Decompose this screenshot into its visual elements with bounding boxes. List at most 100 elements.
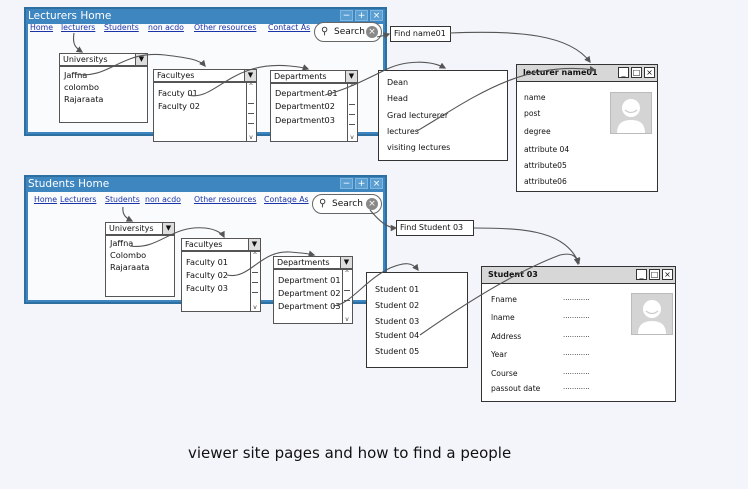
list-item[interactable]: Facuty 01: [158, 88, 198, 98]
list-item[interactable]: Department 02: [278, 288, 341, 298]
profile-field: Year: [491, 350, 508, 359]
profile-field: Address: [491, 332, 522, 341]
scroll-down-icon[interactable]: v: [345, 316, 349, 323]
nav-link-contact[interactable]: Contact As: [268, 23, 311, 32]
nav-link-lecturers[interactable]: lecturers: [61, 23, 96, 32]
department-combo-label: Departments: [277, 258, 330, 267]
list-item[interactable]: Student 02: [375, 301, 420, 310]
search-box[interactable]: ⚲ Search ×: [312, 194, 382, 214]
chevron-down-icon[interactable]: ▼: [135, 54, 147, 65]
list-item[interactable]: visiting lectures: [387, 143, 451, 152]
list-item[interactable]: Student 04: [375, 331, 420, 340]
university-list: Jaffna Colombo Rajaraata: [105, 235, 175, 297]
students-window-title: Students Home: [28, 178, 110, 190]
chevron-down-icon[interactable]: ▼: [340, 257, 352, 268]
list-item[interactable]: Rajaraata: [64, 94, 104, 104]
maximize-icon[interactable]: □: [649, 269, 660, 280]
university-combo[interactable]: Universitys ▼: [105, 222, 175, 235]
faculty-combo-label: Facultyes: [157, 71, 195, 80]
close-icon[interactable]: ×: [370, 178, 383, 189]
faculty-combo[interactable]: Facultyes ▼: [181, 238, 261, 251]
nav-link-other-resources[interactable]: Other resources: [194, 195, 257, 204]
profile-field: lname: [491, 313, 515, 322]
profile-field: attribute 04: [524, 145, 570, 154]
list-item[interactable]: Department 01: [275, 88, 338, 98]
nav-link-home[interactable]: Home: [34, 195, 58, 204]
chevron-down-icon[interactable]: ▼: [345, 71, 357, 82]
profile-field: name: [524, 93, 546, 102]
list-item[interactable]: Dean: [387, 78, 409, 87]
scroll-down-icon[interactable]: v: [249, 134, 253, 141]
profile-field: passout date: [491, 384, 541, 393]
scroll-down-icon[interactable]: v: [253, 304, 257, 311]
chevron-down-icon[interactable]: ▼: [162, 223, 174, 234]
maximize-icon[interactable]: +: [355, 178, 368, 189]
nav-link-non-acdo[interactable]: non acdo: [148, 23, 184, 32]
chevron-down-icon[interactable]: ▼: [248, 239, 260, 250]
maximize-icon[interactable]: +: [355, 10, 368, 21]
list-item[interactable]: colombo: [64, 82, 99, 92]
clear-icon[interactable]: ×: [366, 26, 378, 38]
nav-link-students[interactable]: Students: [105, 195, 140, 204]
minimize-icon[interactable]: −: [340, 10, 353, 21]
find-result-box[interactable]: Find name01: [390, 26, 451, 42]
list-item[interactable]: Student 01: [375, 285, 420, 294]
find-result-box[interactable]: Find Student 03: [396, 220, 474, 236]
nav-link-lecturers[interactable]: Lecturers: [60, 195, 97, 204]
window-controls: − + ×: [340, 10, 383, 21]
scroll-up-icon[interactable]: ^: [344, 270, 350, 277]
nav-link-students[interactable]: Students: [104, 23, 139, 32]
list-item[interactable]: Student 05: [375, 347, 420, 356]
list-item[interactable]: Jaffna: [110, 238, 134, 248]
minimize-icon[interactable]: _: [636, 269, 647, 280]
list-item[interactable]: Faculty 01: [186, 257, 229, 267]
nav-link-home[interactable]: Home: [30, 23, 54, 32]
scroll-up-icon[interactable]: ^: [248, 83, 254, 90]
field-value: ............: [563, 294, 590, 302]
nav-link-non-acdo[interactable]: non acdo: [145, 195, 181, 204]
list-item[interactable]: Department02: [275, 101, 335, 111]
list-item[interactable]: Grad lecturerer: [387, 111, 449, 120]
department-combo-label: Departments: [274, 72, 327, 81]
list-item[interactable]: lectures: [387, 127, 419, 136]
list-item[interactable]: Department 01: [278, 275, 341, 285]
list-item[interactable]: Colombo: [110, 250, 147, 260]
university-combo[interactable]: Universitys ▼: [59, 53, 148, 66]
list-item[interactable]: Department03: [275, 115, 335, 125]
list-item[interactable]: Jaffna: [64, 70, 88, 80]
list-item[interactable]: Faculty 02: [186, 270, 229, 280]
scrollbar[interactable]: ^ v: [250, 252, 260, 311]
close-icon[interactable]: ×: [644, 67, 655, 78]
nav-link-other-resources[interactable]: Other resources: [194, 23, 257, 32]
list-item[interactable]: Rajaraata: [110, 262, 150, 272]
close-icon[interactable]: ×: [662, 269, 673, 280]
department-list: Department 01 Department02 Department03 …: [270, 83, 358, 142]
clear-icon[interactable]: ×: [366, 198, 378, 210]
list-item[interactable]: Head: [387, 94, 408, 103]
list-item[interactable]: Student 03: [375, 317, 420, 326]
field-value: ............: [563, 331, 590, 339]
list-item[interactable]: Faculty 03: [186, 283, 229, 293]
close-icon[interactable]: ×: [370, 10, 383, 21]
department-combo[interactable]: Departments ▼: [270, 70, 358, 83]
search-label: Search: [334, 27, 365, 37]
chevron-down-icon[interactable]: ▼: [244, 70, 256, 81]
nav-link-contact[interactable]: Contage As: [264, 195, 309, 204]
list-item[interactable]: Department 03: [278, 301, 341, 311]
minimize-icon[interactable]: _: [618, 67, 629, 78]
scrollbar[interactable]: ^ v: [246, 83, 256, 141]
scrollbar[interactable]: ^ v: [347, 84, 357, 141]
search-icon: ⚲: [319, 198, 327, 209]
minimize-icon[interactable]: −: [340, 178, 353, 189]
list-item[interactable]: Faculty 02: [158, 101, 201, 111]
search-box[interactable]: ⚲ Search ×: [314, 22, 382, 42]
scroll-up-icon[interactable]: ^: [252, 252, 258, 259]
scroll-up-icon[interactable]: ^: [349, 84, 355, 91]
window-controls: − + ×: [340, 178, 383, 189]
profile-field: attribute05: [524, 161, 567, 170]
maximize-icon[interactable]: □: [631, 67, 642, 78]
student-profile-window: Student 03 _ □ × Fname lname Address Yea…: [481, 266, 676, 402]
scroll-down-icon[interactable]: v: [350, 134, 354, 141]
student-profile-title: Student 03: [482, 267, 675, 284]
